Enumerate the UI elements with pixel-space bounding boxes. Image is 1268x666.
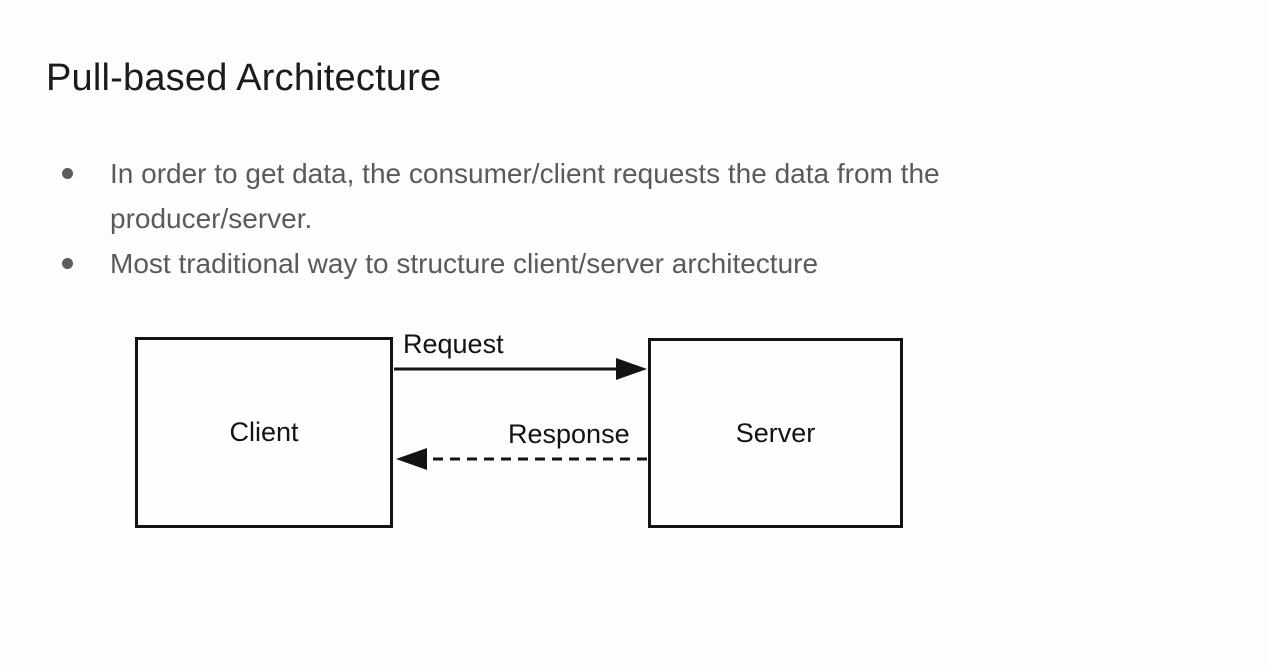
bullet-icon — [62, 258, 73, 269]
server-box: Server — [648, 338, 903, 528]
bullet-icon — [62, 168, 73, 179]
request-label: Request — [403, 329, 504, 359]
bullet-text: In order to get data, the consumer/clien… — [110, 158, 940, 234]
client-box: Client — [135, 337, 393, 528]
response-arrow — [396, 448, 647, 470]
request-arrow — [394, 358, 647, 380]
bullet-text: Most traditional way to structure client… — [110, 248, 819, 279]
list-item: In order to get data, the consumer/clien… — [62, 151, 1182, 241]
list-item: Most traditional way to structure client… — [62, 241, 1182, 286]
page-title: Pull-based Architecture — [46, 57, 442, 99]
server-label: Server — [735, 417, 816, 448]
client-label: Client — [229, 417, 299, 447]
bullet-list: In order to get data, the consumer/clien… — [62, 151, 1182, 286]
response-label: Response — [508, 419, 630, 449]
